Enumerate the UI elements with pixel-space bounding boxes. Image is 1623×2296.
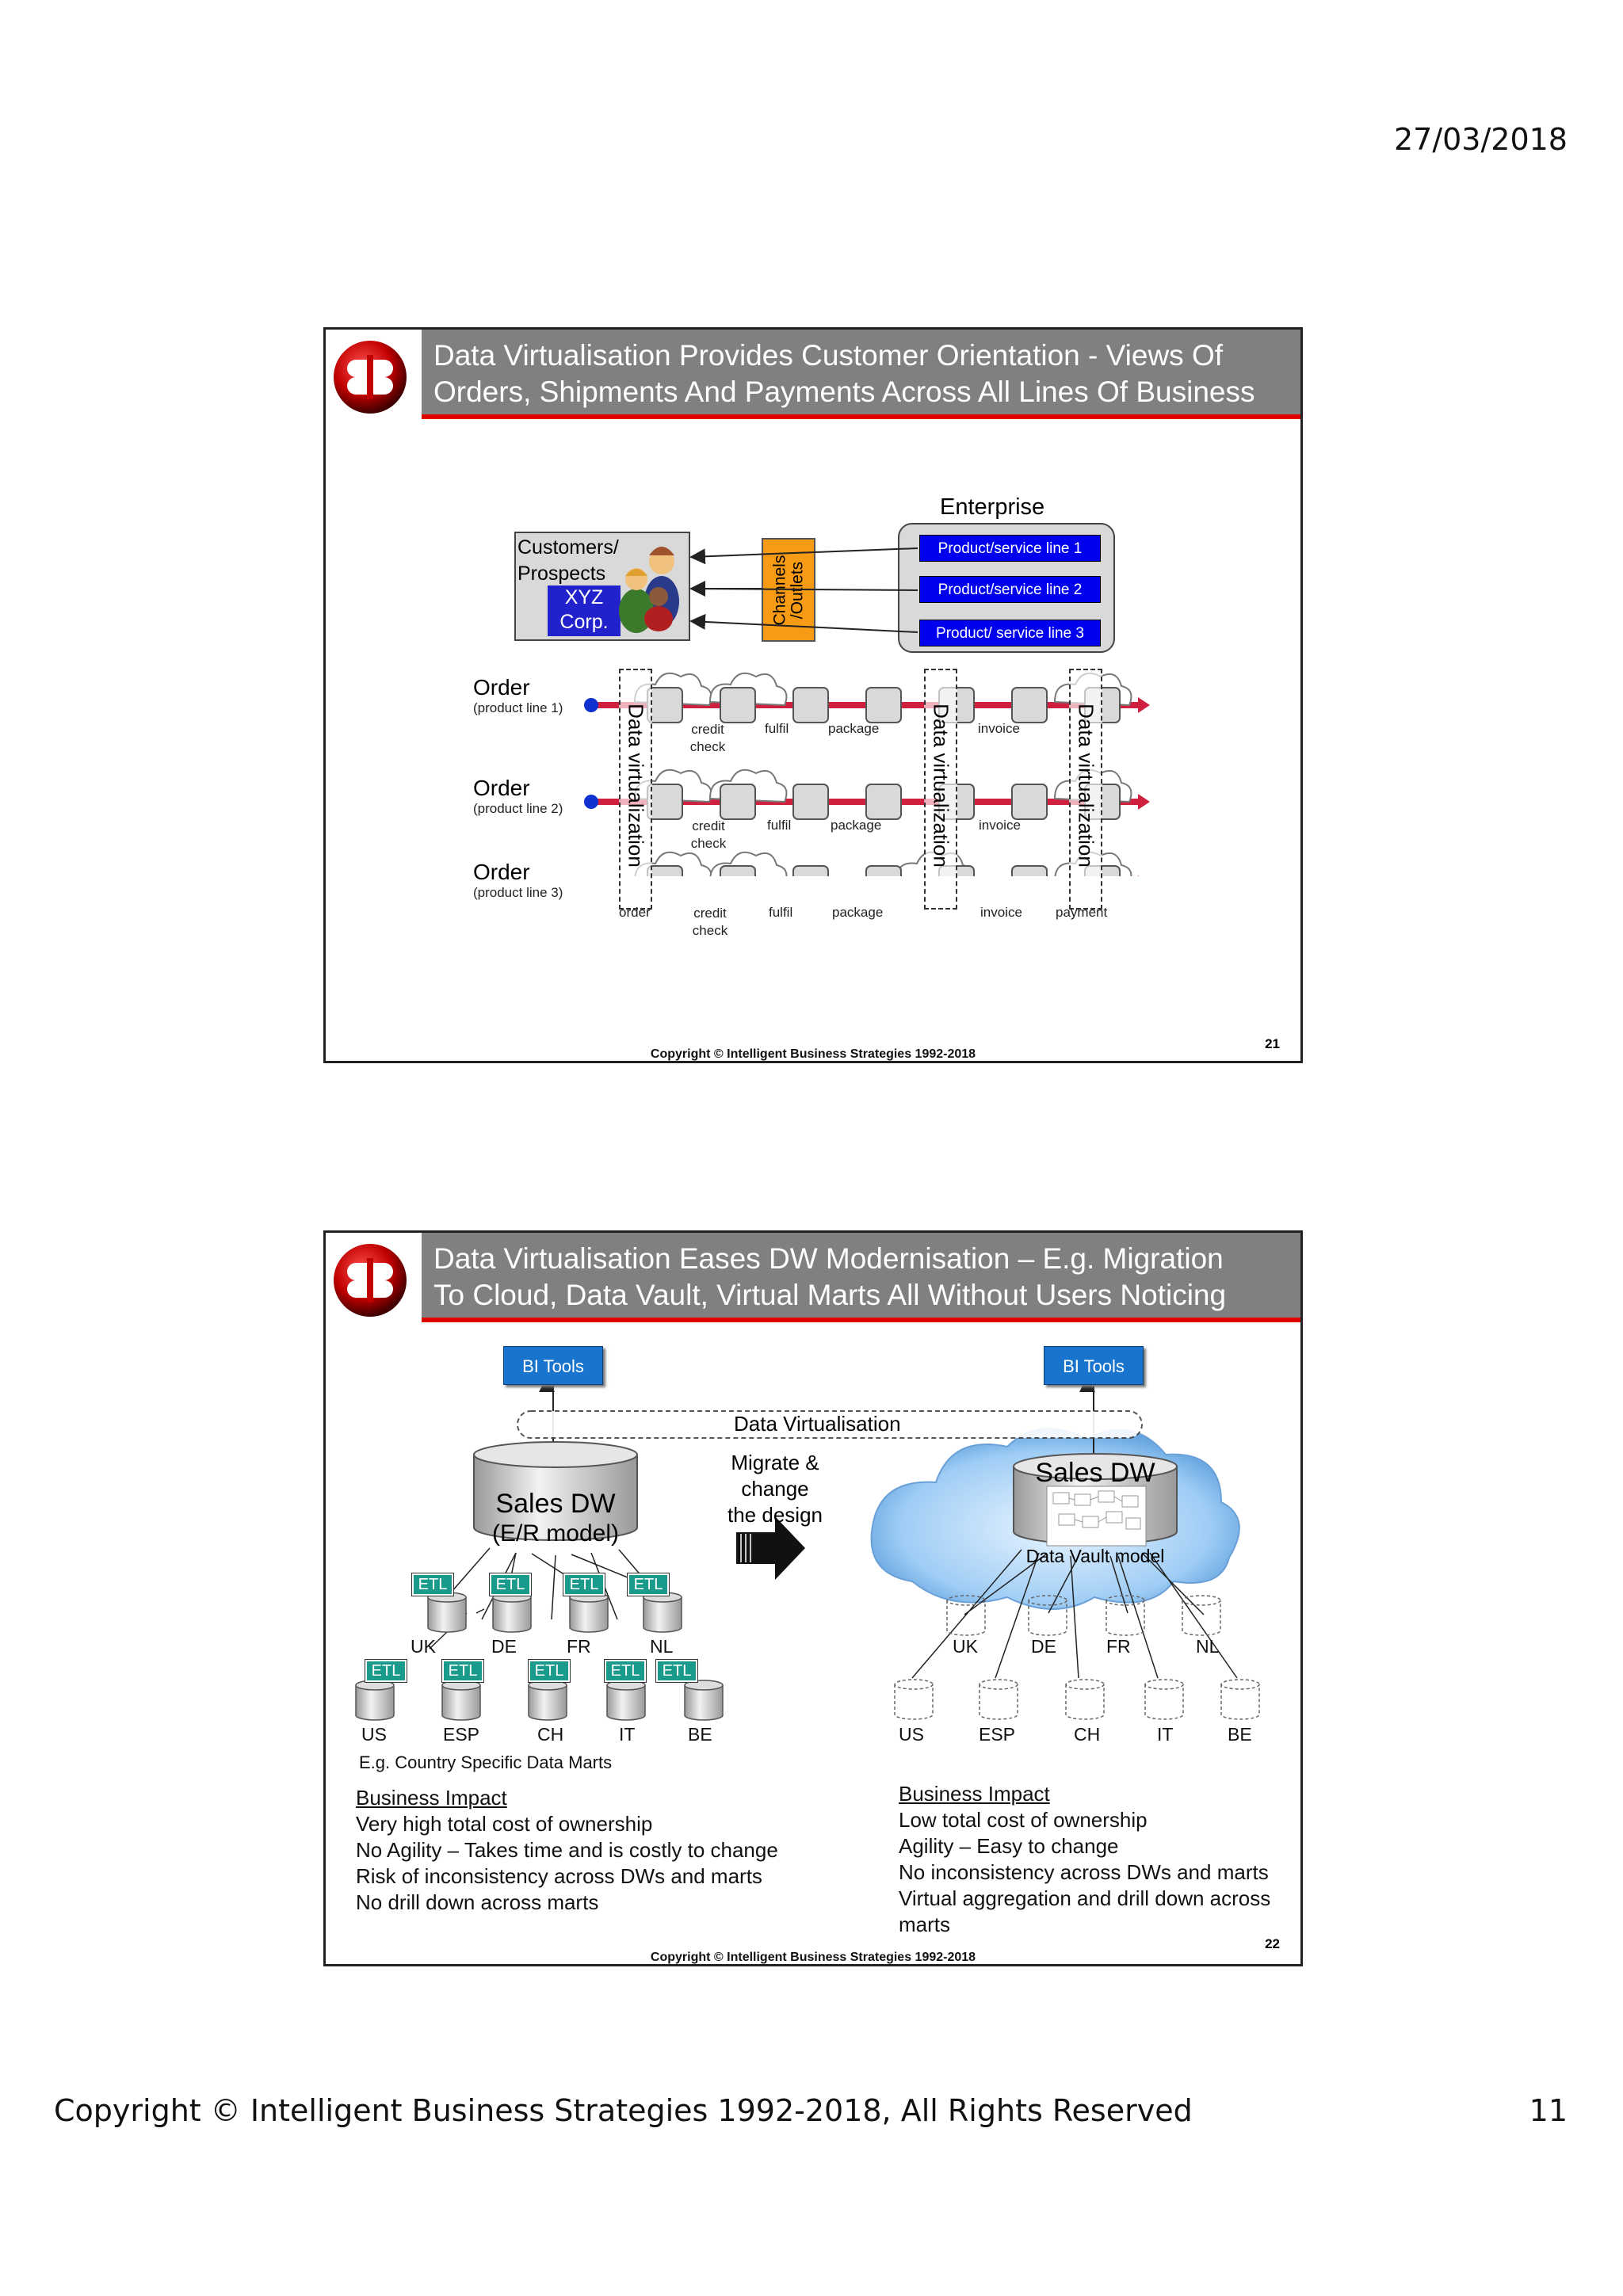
migrate-label: Migrate & change the design: [727, 1451, 823, 1527]
company-logo: [334, 341, 407, 414]
page-date: 27/03/2018: [1393, 122, 1568, 157]
etl-tag: ETL: [604, 1659, 647, 1683]
enterprise-box: Product/service line 1 Product/service l…: [898, 523, 1115, 653]
country-label-ch: CH: [537, 1724, 564, 1745]
etl-tag: ETL: [489, 1573, 532, 1596]
order-row-1-label: Order(product line 1): [473, 675, 563, 715]
dv-column-1: Data virtualization: [619, 669, 652, 910]
step-label-credit-1: credit check: [689, 722, 726, 754]
country-label-it: IT: [1157, 1724, 1174, 1745]
country-label-fr: FR: [1106, 1636, 1131, 1657]
customers-box: Customers/ Prospects XYZ Corp.: [514, 532, 690, 641]
data-virtualisation-label: Data Virtualisation: [734, 1412, 901, 1436]
product-line-2: Product/service line 2: [919, 576, 1101, 603]
country-label-be: BE: [688, 1724, 712, 1745]
customers-label: Customers/ Prospects: [517, 536, 619, 585]
country-label-uk: UK: [953, 1636, 978, 1657]
company-logo: [334, 1244, 407, 1317]
step-label-invoice-1: invoice: [978, 721, 1020, 736]
bi-tools-button-right: BI Tools: [1044, 1346, 1144, 1385]
country-label-esp: ESP: [979, 1724, 1016, 1745]
marts-caption: E.g. Country Specific Data Marts: [359, 1753, 613, 1772]
country-label-it: IT: [619, 1724, 636, 1745]
step-label-payment-3: payment: [1056, 905, 1108, 920]
order-row-3-label: Order(product line 3): [473, 860, 563, 900]
step-label-credit-2: credit check: [690, 818, 727, 851]
xyz-corp-box: XYZ Corp.: [548, 585, 621, 636]
country-label-esp: ESP: [443, 1724, 480, 1745]
country-label-uk: UK: [411, 1636, 436, 1657]
product-line-1: Product/service line 1: [919, 535, 1101, 562]
slide-number: 21: [1265, 1036, 1280, 1051]
etl-tag: ETL: [655, 1659, 698, 1683]
country-label-us: US: [361, 1724, 387, 1745]
people-icon: [619, 547, 679, 633]
step-label-fulfil-3: fulfil: [769, 905, 793, 920]
etl-tag: ETL: [563, 1573, 605, 1596]
step-label-credit-3: credit check: [692, 906, 728, 938]
country-label-nl: NL: [650, 1636, 674, 1657]
enterprise-label: Enterprise: [940, 494, 1045, 520]
channel-arrows: [689, 547, 918, 633]
step-label-order-3: order: [619, 905, 651, 920]
page-footer: Copyright © Intelligent Business Strateg…: [54, 2093, 1193, 2128]
process-rows: [584, 672, 1150, 876]
bi-tools-button-left: BI Tools: [503, 1346, 603, 1385]
order-row-2-label: Order(product line 2): [473, 776, 563, 816]
slide-copyright: Copyright © Intelligent Business Strateg…: [650, 1951, 976, 1964]
country-label-nl: NL: [1196, 1636, 1220, 1657]
dw-migration-diagram: [355, 1376, 1260, 1721]
country-label-de: DE: [491, 1636, 517, 1657]
business-impact-left: Business Impact Very high total cost of …: [356, 1786, 778, 1914]
data-vault-model-label: Data Vault model: [1025, 1546, 1165, 1566]
step-label-fulfil-2: fulfil: [767, 818, 792, 833]
step-label-fulfil-1: fulfil: [765, 721, 789, 736]
business-impact-right: Business Impact Low total cost of owners…: [899, 1782, 1271, 1936]
country-label-be: BE: [1228, 1724, 1252, 1745]
dv-column-2: Data virtualization: [924, 669, 957, 910]
slide-title: Data Virtualisation Provides Customer Or…: [422, 330, 1300, 419]
etl-tag: ETL: [528, 1659, 571, 1683]
etl-tag: ETL: [411, 1573, 454, 1596]
slide-21: Data Virtualisation Provides Customer Or…: [323, 327, 1303, 1063]
country-label-de: DE: [1031, 1636, 1056, 1657]
step-label-invoice-3: invoice: [980, 905, 1022, 920]
slide-title: Data Virtualisation Eases DW Modernisati…: [422, 1233, 1300, 1322]
step-label-package-3: package: [832, 905, 884, 920]
country-label-ch: CH: [1074, 1724, 1101, 1745]
country-label-us: US: [899, 1724, 924, 1745]
step-label-package-1: package: [828, 721, 880, 736]
step-label-invoice-2: invoice: [979, 818, 1021, 833]
step-label-package-2: package: [831, 818, 882, 833]
page-number: 11: [1529, 2093, 1568, 2128]
product-line-3: Product/ service line 3: [919, 620, 1101, 646]
slide-22: Data Virtualisation Eases DW Modernisati…: [323, 1230, 1303, 1966]
etl-tag: ETL: [365, 1659, 407, 1683]
etl-tag: ETL: [441, 1659, 484, 1683]
country-label-fr: FR: [567, 1636, 591, 1657]
sales-dw-right: Sales DW: [1035, 1458, 1155, 1488]
slide-copyright: Copyright © Intelligent Business Strateg…: [650, 1047, 976, 1061]
sales-dw-left: Sales DW (E/R model): [491, 1489, 620, 1547]
slide-number: 22: [1265, 1936, 1280, 1951]
etl-tag: ETL: [627, 1573, 670, 1596]
dv-column-3: Data virtualization: [1069, 669, 1102, 910]
